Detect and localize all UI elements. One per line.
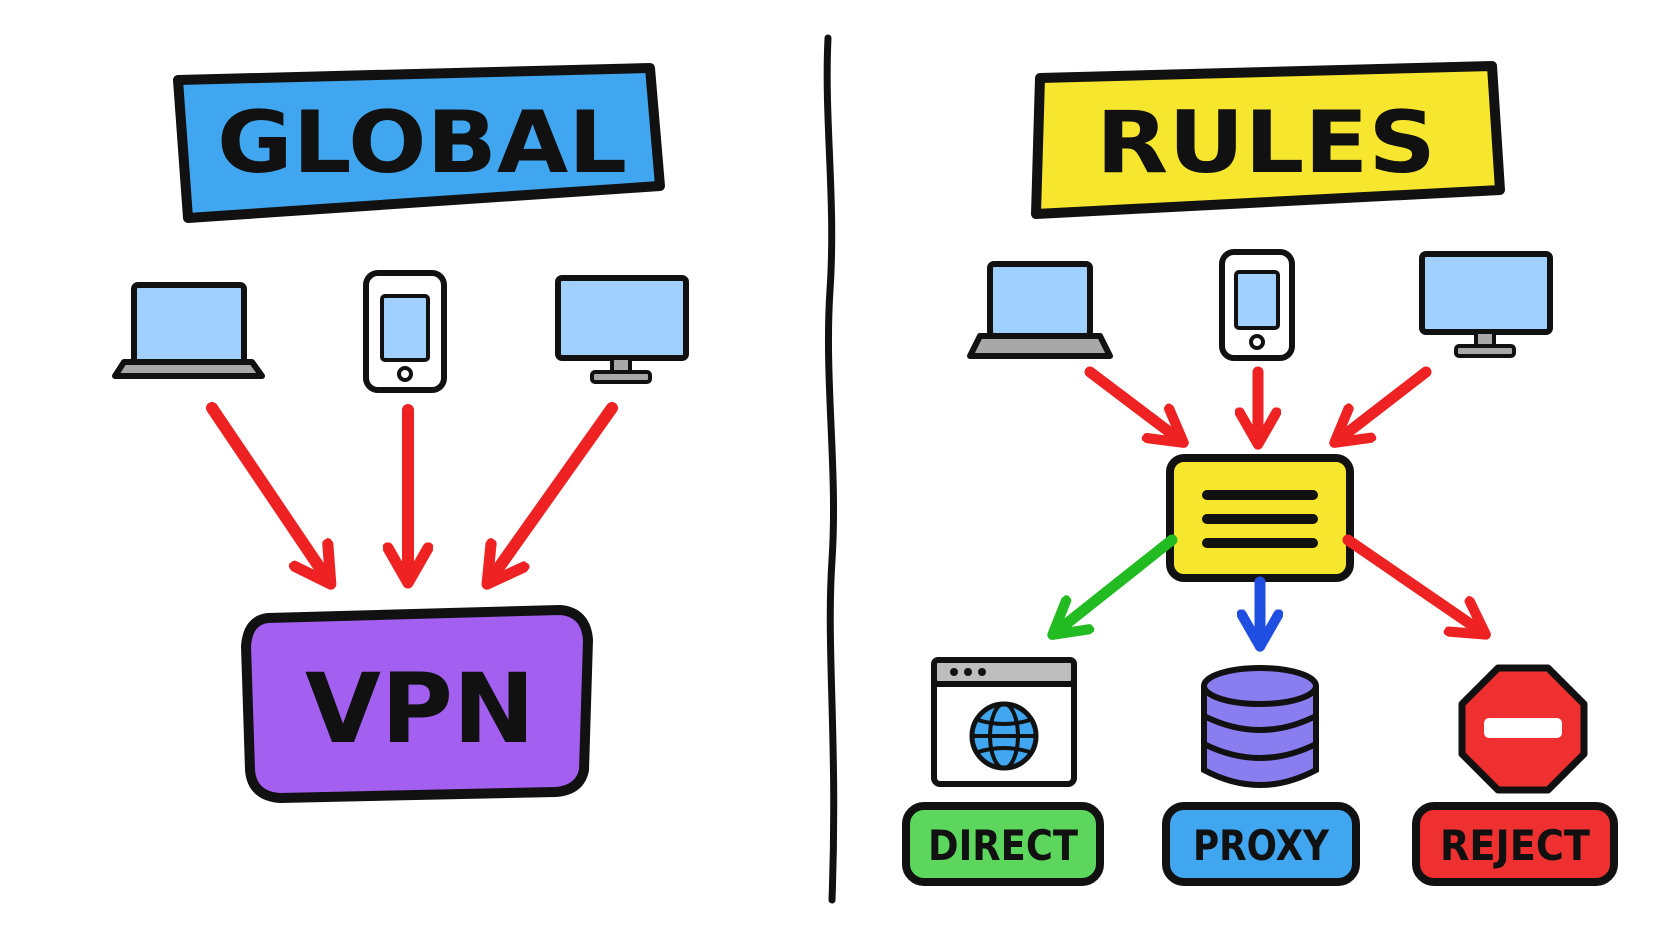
database-icon xyxy=(1201,665,1319,788)
proxy-tag: PROXY xyxy=(1162,802,1360,886)
rules-title: RULES xyxy=(1096,93,1436,193)
rules-list-icon xyxy=(1166,454,1354,582)
monitor-icon xyxy=(555,275,689,384)
rules-section: RULES xyxy=(902,61,1618,886)
direct-tag: DIRECT xyxy=(902,802,1104,886)
arrow-laptop-to-rules xyxy=(1084,366,1180,440)
global-section: GLOBAL VPN xyxy=(112,63,689,803)
reject-tag: REJECT xyxy=(1412,802,1618,886)
rules-title-box xyxy=(1031,61,1505,219)
arrow-monitor-to-vpn xyxy=(490,402,618,580)
rules-laptop-icon xyxy=(967,261,1113,359)
arrow-laptop-to-vpn xyxy=(206,402,328,580)
vpn-node: VPN xyxy=(241,605,593,803)
phone-icon xyxy=(363,270,447,393)
arrow-rules-to-reject xyxy=(1342,534,1482,632)
rules-monitor-icon xyxy=(1419,251,1553,358)
proxy-label: PROXY xyxy=(1193,821,1329,870)
vpn-box xyxy=(241,605,593,803)
direct-label: DIRECT xyxy=(928,821,1078,870)
arrow-monitor-to-rules xyxy=(1338,366,1432,440)
global-title-box xyxy=(173,63,665,223)
vpn-label: VPN xyxy=(305,653,535,765)
browser-globe-icon xyxy=(931,657,1077,787)
arrow-rules-to-direct xyxy=(1056,534,1178,632)
laptop-icon xyxy=(112,282,265,379)
center-divider xyxy=(823,34,838,904)
reject-label: REJECT xyxy=(1440,821,1590,870)
rules-title-banner: RULES xyxy=(1031,61,1505,219)
global-title: GLOBAL xyxy=(217,93,627,193)
global-title-banner: GLOBAL xyxy=(173,63,665,223)
rules-phone-icon xyxy=(1219,249,1295,361)
stop-sign-icon xyxy=(1458,664,1588,794)
